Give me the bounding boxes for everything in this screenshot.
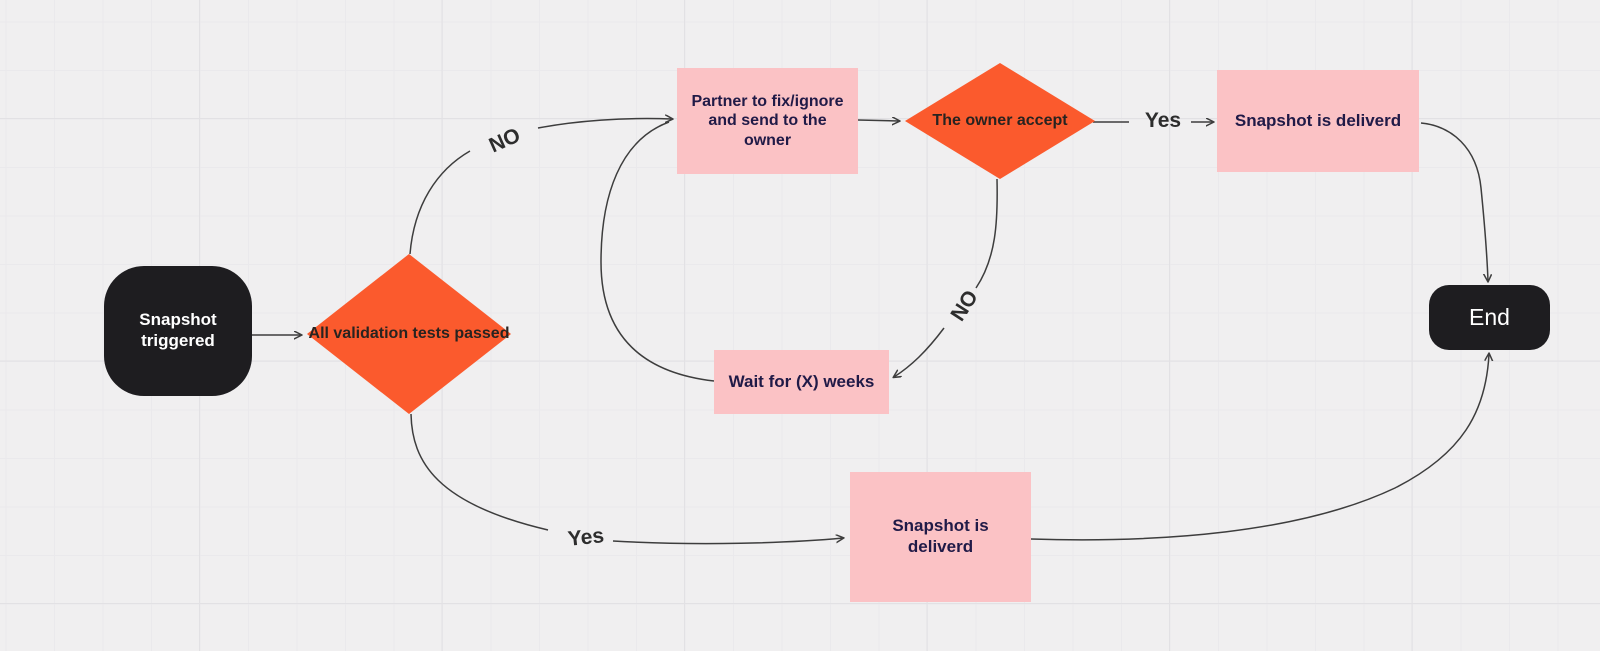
node-snapshot-triggered[interactable]: Snapshot triggered (104, 266, 252, 396)
edge-validation-yes-segment-1[interactable] (410, 413, 549, 531)
edge-label-validation-yes[interactable]: Yes (566, 524, 606, 551)
edge-validation-no-segment-1[interactable] (409, 150, 471, 255)
edge-validation-no-to-partner[interactable] (409, 118, 672, 255)
node-partner-fix-ignore[interactable]: Partner to fix/ignore and send to the ow… (677, 68, 858, 174)
edge-validation-yes-segment-2[interactable] (612, 538, 843, 545)
edge-validation-no-segment-2[interactable] (537, 118, 672, 129)
node-snapshot-triggered-label: Snapshot triggered (139, 310, 217, 350)
node-snapshot-delivered-bottom[interactable]: Snapshot is deliverd (850, 472, 1031, 602)
edge-partner-to-owner[interactable] (857, 120, 899, 121)
edge-validation-yes-to-delivered-bottom[interactable] (410, 413, 843, 545)
edge-wait-loop-to-partner[interactable] (600, 121, 715, 382)
node-snapshot-delivered-top-label: Snapshot is deliverd (1234, 110, 1402, 130)
edge-owner-no-segment-1[interactable] (975, 178, 998, 289)
node-end[interactable]: End (1429, 285, 1550, 350)
node-snapshot-delivered-bottom-label: Snapshot is deliverd (892, 516, 989, 556)
node-partner-fix-ignore-label: Partner to fix/ignore and send to the ow… (691, 92, 844, 149)
edge-delivered-top-to-end[interactable] (1420, 122, 1488, 281)
edge-label-owner-yes[interactable]: Yes (1144, 109, 1182, 132)
node-wait-weeks[interactable]: Wait for (X) weeks (714, 350, 889, 414)
edge-delivered-bottom-to-end[interactable] (1030, 354, 1489, 541)
owner-accept-diamond[interactable] (905, 63, 1095, 179)
edge-owner-no-to-wait[interactable] (894, 178, 998, 377)
node-wait-weeks-label: Wait for (X) weeks (728, 371, 875, 391)
validation-diamond[interactable] (307, 254, 511, 414)
edge-owner-no-segment-2[interactable] (894, 327, 945, 377)
node-end-label: End (1469, 304, 1510, 331)
node-snapshot-delivered-top[interactable]: Snapshot is deliverd (1217, 70, 1419, 172)
